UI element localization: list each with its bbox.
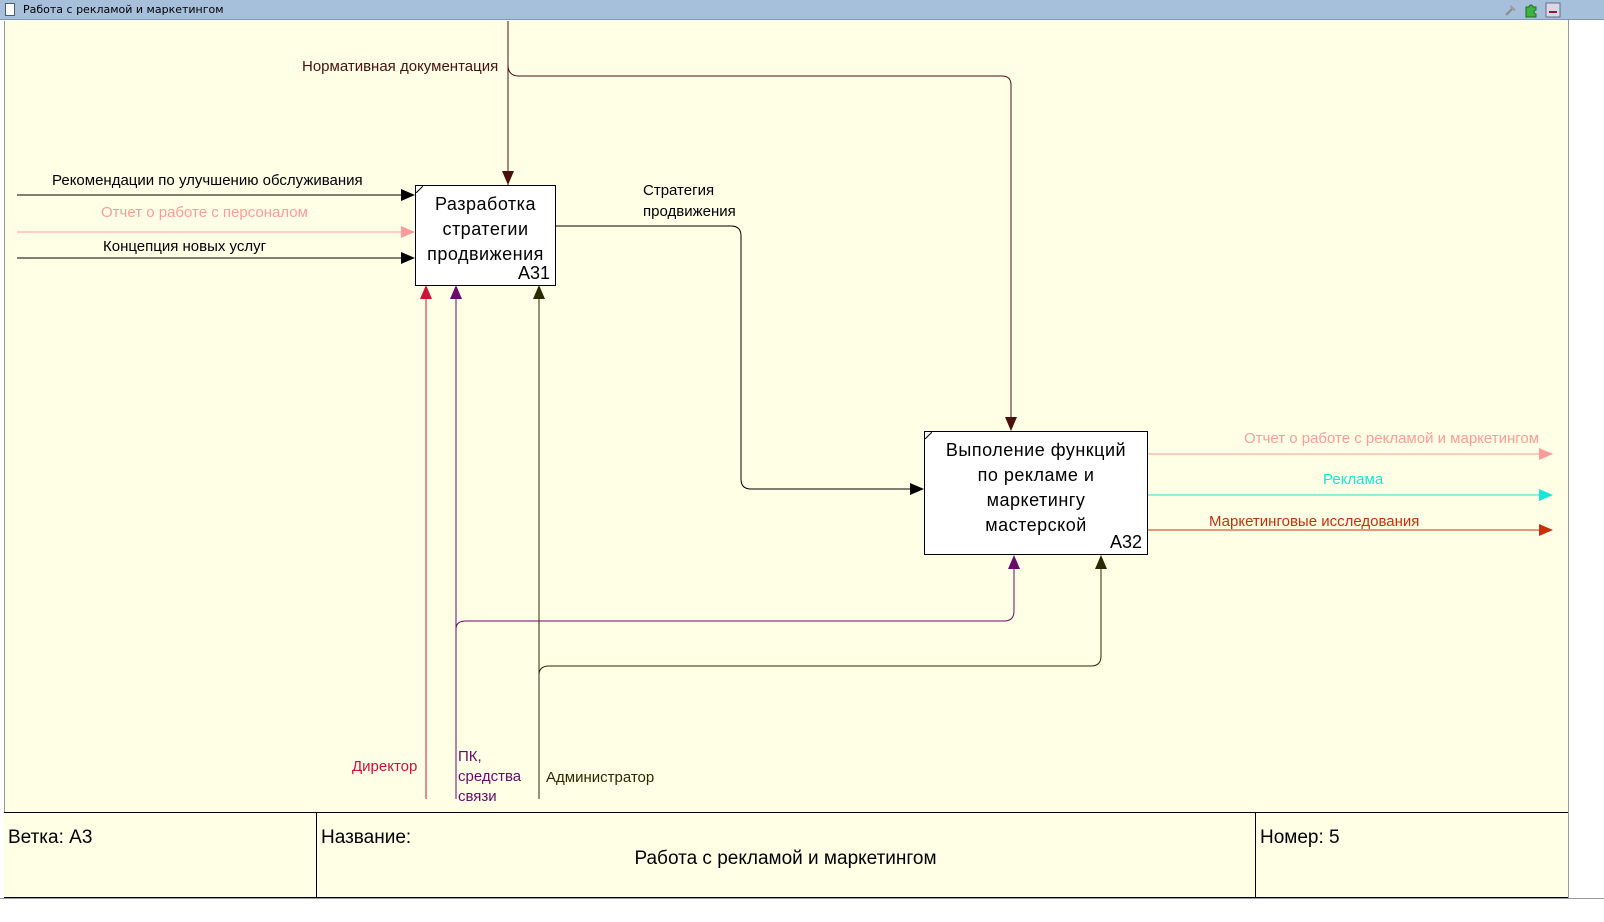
minimize-icon[interactable] — [1545, 2, 1561, 18]
diagram-canvas: Нормативная документация Рекомендации по… — [4, 21, 1568, 813]
label-input-new-services: Концепция новых услуг — [103, 238, 267, 255]
pin-icon[interactable] — [1503, 2, 1519, 18]
footer-branch-cell: Ветка: А3 — [4, 813, 317, 897]
label-output-report: Отчет о работе с рекламой и маркетингом — [1244, 430, 1540, 447]
box-corner-mark — [925, 432, 932, 439]
activity-box-a31[interactable]: Разработка стратегии продвижения А31 — [415, 185, 556, 286]
arrow-input-staff-report[interactable] — [17, 226, 415, 238]
arrow-mech-admin[interactable] — [533, 285, 1107, 799]
label-mech-pc-line1: ПК, — [458, 748, 482, 765]
label-input-recommendations: Рекомендации по улучшению обслуживания — [52, 172, 363, 189]
footer-branch: Ветка: А3 — [8, 827, 93, 848]
document-icon — [5, 3, 15, 16]
activity-name-a32: Выполение функций по рекламе и маркетинг… — [945, 440, 1127, 535]
label-control-docs: Нормативная документация — [302, 58, 499, 75]
footer-number-cell: Номер: 5 — [1256, 813, 1568, 897]
box-corner-mark — [416, 186, 423, 193]
arrow-output-ads[interactable] — [1148, 489, 1553, 501]
diagram-arrows — [17, 21, 1553, 799]
label-mech-admin: Администратор — [546, 769, 655, 786]
activity-box-a32[interactable]: Выполение функций по рекламе и маркетинг… — [924, 431, 1148, 555]
arrow-mech-director[interactable] — [420, 285, 432, 799]
label-strategy-line2: продвижения — [643, 203, 736, 220]
diagram-footer: Ветка: А3 Название: Работа с рекламой и … — [4, 812, 1568, 898]
bottom-strip — [0, 898, 1604, 922]
right-frame — [1568, 20, 1604, 900]
footer-name-cell: Название: Работа с рекламой и маркетинго… — [317, 813, 1256, 897]
puzzle-icon[interactable] — [1523, 2, 1539, 18]
window-titlebar: Работа с рекламой и маркетингом — [0, 0, 1604, 20]
arrow-input-recommendations[interactable] — [17, 189, 415, 201]
arrow-mech-pc[interactable] — [450, 285, 1020, 799]
footer-name-label: Название: — [321, 827, 412, 848]
arrow-control-docs[interactable] — [502, 21, 1017, 431]
label-output-ads: Реклама — [1323, 471, 1384, 488]
footer-number: Номер: 5 — [1260, 827, 1340, 848]
activity-name-a31: Разработка стратегии продвижения — [427, 194, 544, 264]
label-mech-pc-line2: средства — [458, 768, 522, 785]
arrow-output-report[interactable] — [1148, 448, 1553, 460]
arrow-output-research[interactable] — [1148, 524, 1553, 536]
arrow-strategy[interactable] — [556, 225, 924, 495]
footer-name-value: Работа с рекламой и маркетингом — [634, 848, 937, 869]
label-mech-director: Директор — [352, 758, 418, 775]
label-input-staff-report: Отчет о работе с персоналом — [101, 204, 308, 221]
label-strategy-line1: Стратегия — [643, 182, 715, 199]
activity-code-a32: А32 — [1109, 532, 1142, 552]
activity-code-a31: А31 — [517, 263, 550, 283]
label-mech-pc-line3: связи — [458, 788, 497, 805]
label-output-research: Маркетинговые исследования — [1209, 513, 1420, 530]
arrow-input-new-services[interactable] — [17, 252, 415, 264]
window-title: Работа с рекламой и маркетингом — [23, 3, 224, 16]
